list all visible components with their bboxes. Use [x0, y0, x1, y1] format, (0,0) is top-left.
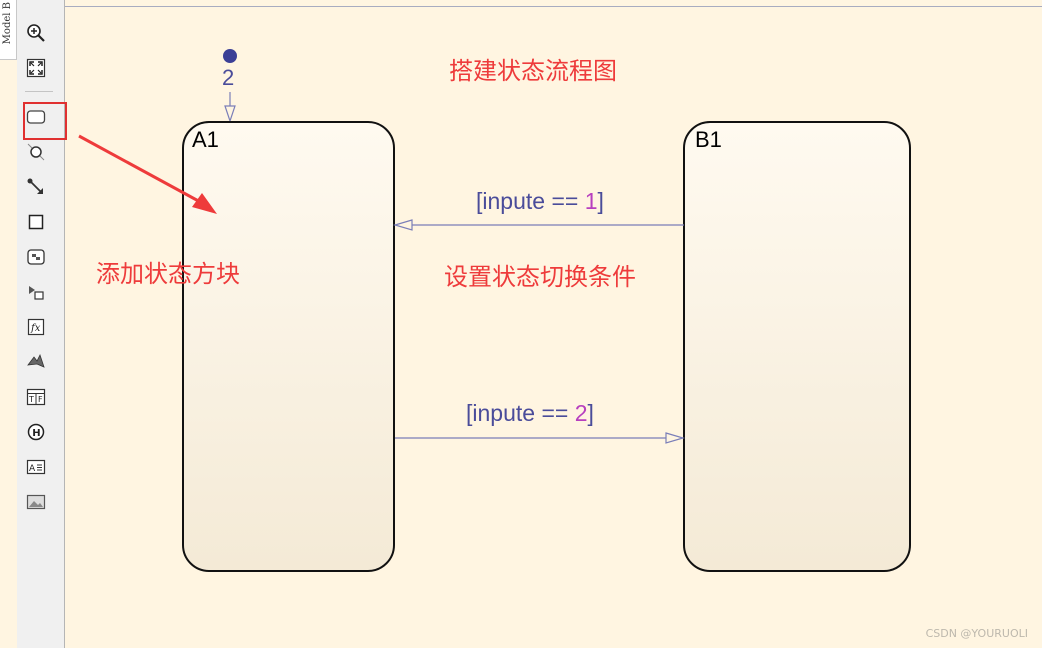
title-annotation: 搭建状态流程图 [449, 57, 617, 85]
toolbar-separator [25, 91, 53, 92]
state-a1-label[interactable]: A1 [192, 127, 219, 152]
default-transition-order: 2 [222, 65, 235, 90]
state-b1-label[interactable]: B1 [695, 127, 722, 152]
svg-text:F: F [38, 395, 43, 404]
add-state-annotation: 添加状态方块 [96, 260, 240, 288]
state-block-icon[interactable] [25, 106, 47, 128]
transition-junction-icon[interactable] [25, 141, 47, 163]
condition-suffix: ] [597, 188, 604, 214]
watermark: CSDN @YOURUOLI [925, 627, 1028, 640]
condition-prefix: [inpute == [466, 400, 575, 426]
zoom-in-icon[interactable] [25, 22, 47, 44]
history-junction-icon[interactable]: H [25, 421, 47, 443]
annotation-icon[interactable]: A [25, 456, 47, 478]
object-palette: fx T F H A [17, 0, 67, 648]
transition-a1-to-b1-condition[interactable]: [inpute == 2] [466, 400, 594, 427]
default-transition-icon[interactable] [25, 176, 47, 198]
simulink-state-icon[interactable] [25, 246, 47, 268]
simulink-function-icon[interactable] [25, 281, 47, 303]
svg-text:H: H [32, 428, 40, 439]
state-b1[interactable] [683, 121, 911, 572]
matlab-function-icon[interactable] [25, 351, 47, 373]
condition-value: 2 [574, 400, 588, 426]
fit-to-view-icon[interactable] [25, 57, 47, 79]
state-tool-highlight-box [23, 102, 67, 140]
graphical-function-icon[interactable]: fx [25, 316, 47, 338]
transition-a1-to-b1-arrowhead [665, 432, 686, 444]
box-icon[interactable] [25, 211, 47, 233]
annotation-pointer-arrow [78, 134, 205, 206]
state-a1[interactable] [182, 121, 395, 572]
default-transition-arrowhead [224, 105, 236, 123]
model-browser-tab[interactable]: Model B [0, 0, 17, 60]
transition-b1-to-a1-condition[interactable]: [inpute == 1] [476, 188, 604, 215]
default-transition-dot[interactable] [223, 49, 237, 63]
condition-suffix: ] [587, 400, 594, 426]
annotation-pointer-arrowhead [192, 193, 217, 214]
condition-prefix: [inpute == [476, 188, 585, 214]
truth-table-icon[interactable]: T F [25, 386, 47, 408]
svg-text:T: T [28, 395, 34, 404]
svg-text:fx: fx [30, 323, 41, 334]
condition-value: 1 [584, 188, 598, 214]
transition-b1-to-a1-arrowhead [392, 219, 413, 231]
set-transition-annotation: 设置状态切换条件 [444, 263, 636, 291]
svg-text:A: A [29, 464, 36, 474]
image-icon[interactable] [25, 491, 47, 513]
canvas-top-border [65, 0, 1042, 7]
